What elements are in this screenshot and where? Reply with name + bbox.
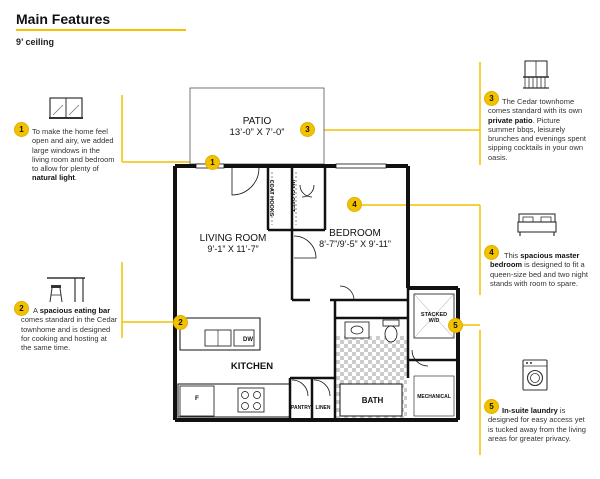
title-underline [16,29,186,31]
balcony-icon [523,60,549,89]
plan-badge-2: 2 [174,316,187,329]
toilet-tank [382,319,400,327]
stacked-wd-box [413,293,455,339]
dw-label: DW [243,337,253,343]
plan-badge-1: 1 [206,156,219,169]
feature-3-badge: 3 [485,92,498,105]
bathtub [339,383,403,417]
page-title: Main Features [16,11,111,27]
refrigerator [179,385,215,417]
bedroom-label: BEDROOM 8’-7”/9’-5” X 9’-11” [319,228,391,249]
stove [237,387,265,413]
plan-badge-4: 4 [348,198,361,211]
kitchen-label: KITCHEN [230,361,274,372]
dishwasher [233,329,255,347]
feature-5-text: In-suite laundry is designed for easy ac… [488,406,586,443]
kitchen-counter [177,383,291,418]
plan-badge-5: 5 [449,319,462,332]
toilet-bowl [384,325,398,343]
mechanical-box [413,375,455,417]
coat-hooks-label: COAT HOOKS [268,179,274,217]
feature-2-text: A spacious eating bar comes standard in … [21,306,118,353]
feature-5-badge: 5 [485,400,498,413]
feature-3-text: The Cedar townhome comes standard with i… [488,97,586,162]
feature-4-text: This spacious master bedroom is designed… [490,251,588,288]
stacked-wd-label: STACKED W/D [420,312,448,324]
feature-1-text: To make the home feel open and airy, we … [32,127,115,183]
feature-2-badge: 2 [15,302,28,315]
linen-label: LINEN [315,405,331,411]
pantry-label: PANTRY [291,405,311,411]
feature-4-badge: 4 [485,246,498,259]
bed-icon [517,213,557,236]
window-icon [49,97,83,119]
ceiling-height: 9’ ceiling [16,37,55,47]
patio-label: PATIO 13’-0” X 7’-0” [229,116,285,138]
fridge-label: F [195,395,199,402]
living-room-label: LIVING ROOM 9’-1” X 11’-7” [199,233,267,254]
kitchen-island [179,317,261,351]
plan-badge-3: 3 [301,123,314,136]
bath-vanity [344,321,370,339]
bath-label: BATH [361,396,384,405]
mechanical-label: MECHANICAL [417,394,451,400]
feature-1-badge: 1 [15,123,28,136]
wi-closet-label: W/I CLOSET [289,179,295,213]
washing-machine-icon [522,359,548,391]
bar-stool-icon [47,277,85,303]
